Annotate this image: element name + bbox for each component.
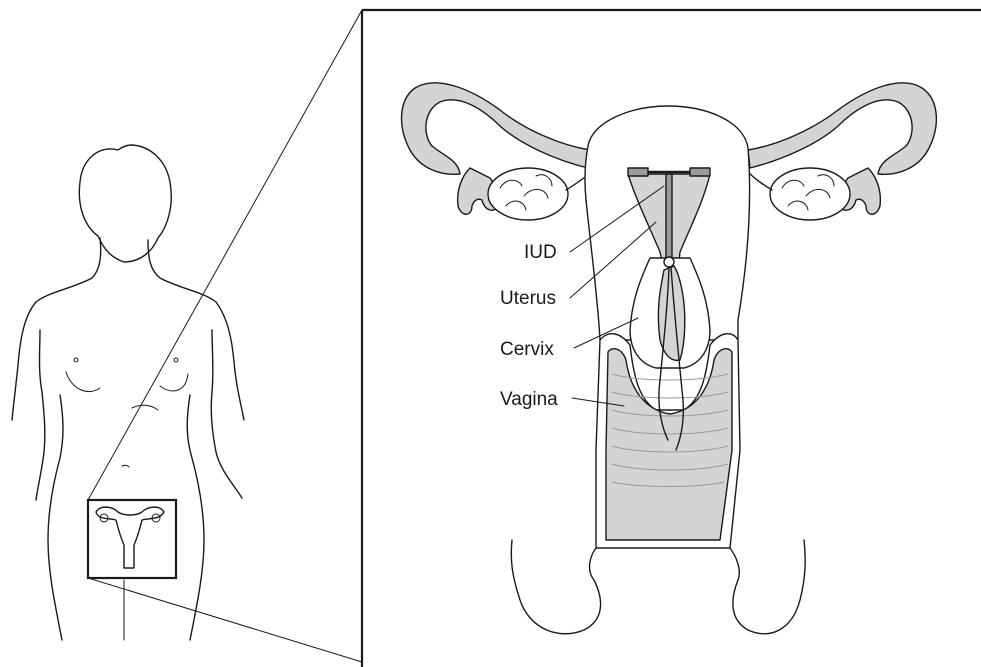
vagina-label: Vagina xyxy=(500,389,558,410)
navel xyxy=(122,465,129,467)
zoom-line-bottom xyxy=(88,578,362,662)
iud-bulb xyxy=(664,257,674,267)
left-torso-outline xyxy=(48,395,63,640)
left-ovary xyxy=(488,168,568,220)
left-breast xyxy=(66,372,100,391)
iud-left-arm-copper xyxy=(628,168,648,176)
right-labia-outline xyxy=(730,540,805,634)
uterus-label: Uterus xyxy=(500,288,556,309)
mini-uterus xyxy=(96,507,164,568)
right-torso-outline xyxy=(187,395,204,640)
left-labia-outline xyxy=(511,540,600,634)
inset-marker xyxy=(88,500,176,578)
reproductive-anatomy xyxy=(402,83,937,634)
right-ovary xyxy=(770,168,850,220)
iud-label: IUD xyxy=(524,242,557,263)
left-shoulder-outline xyxy=(12,238,101,420)
right-arm-outline xyxy=(211,330,242,498)
left-arm-outline xyxy=(36,330,45,500)
right-breast xyxy=(160,374,188,391)
iud-right-arm-copper xyxy=(690,168,710,176)
right-nipple xyxy=(174,358,178,362)
iud-stem xyxy=(666,174,672,260)
left-fallopian-tube xyxy=(402,83,590,174)
zoom-line-top xyxy=(88,10,362,500)
cervix-label: Cervix xyxy=(500,339,554,360)
right-ovarian-ligament xyxy=(748,172,772,190)
left-nipple xyxy=(74,358,78,362)
rib-line xyxy=(132,405,158,410)
right-fallopian-tube xyxy=(748,83,936,174)
head-outline xyxy=(79,145,171,262)
right-shoulder-outline xyxy=(148,240,244,420)
